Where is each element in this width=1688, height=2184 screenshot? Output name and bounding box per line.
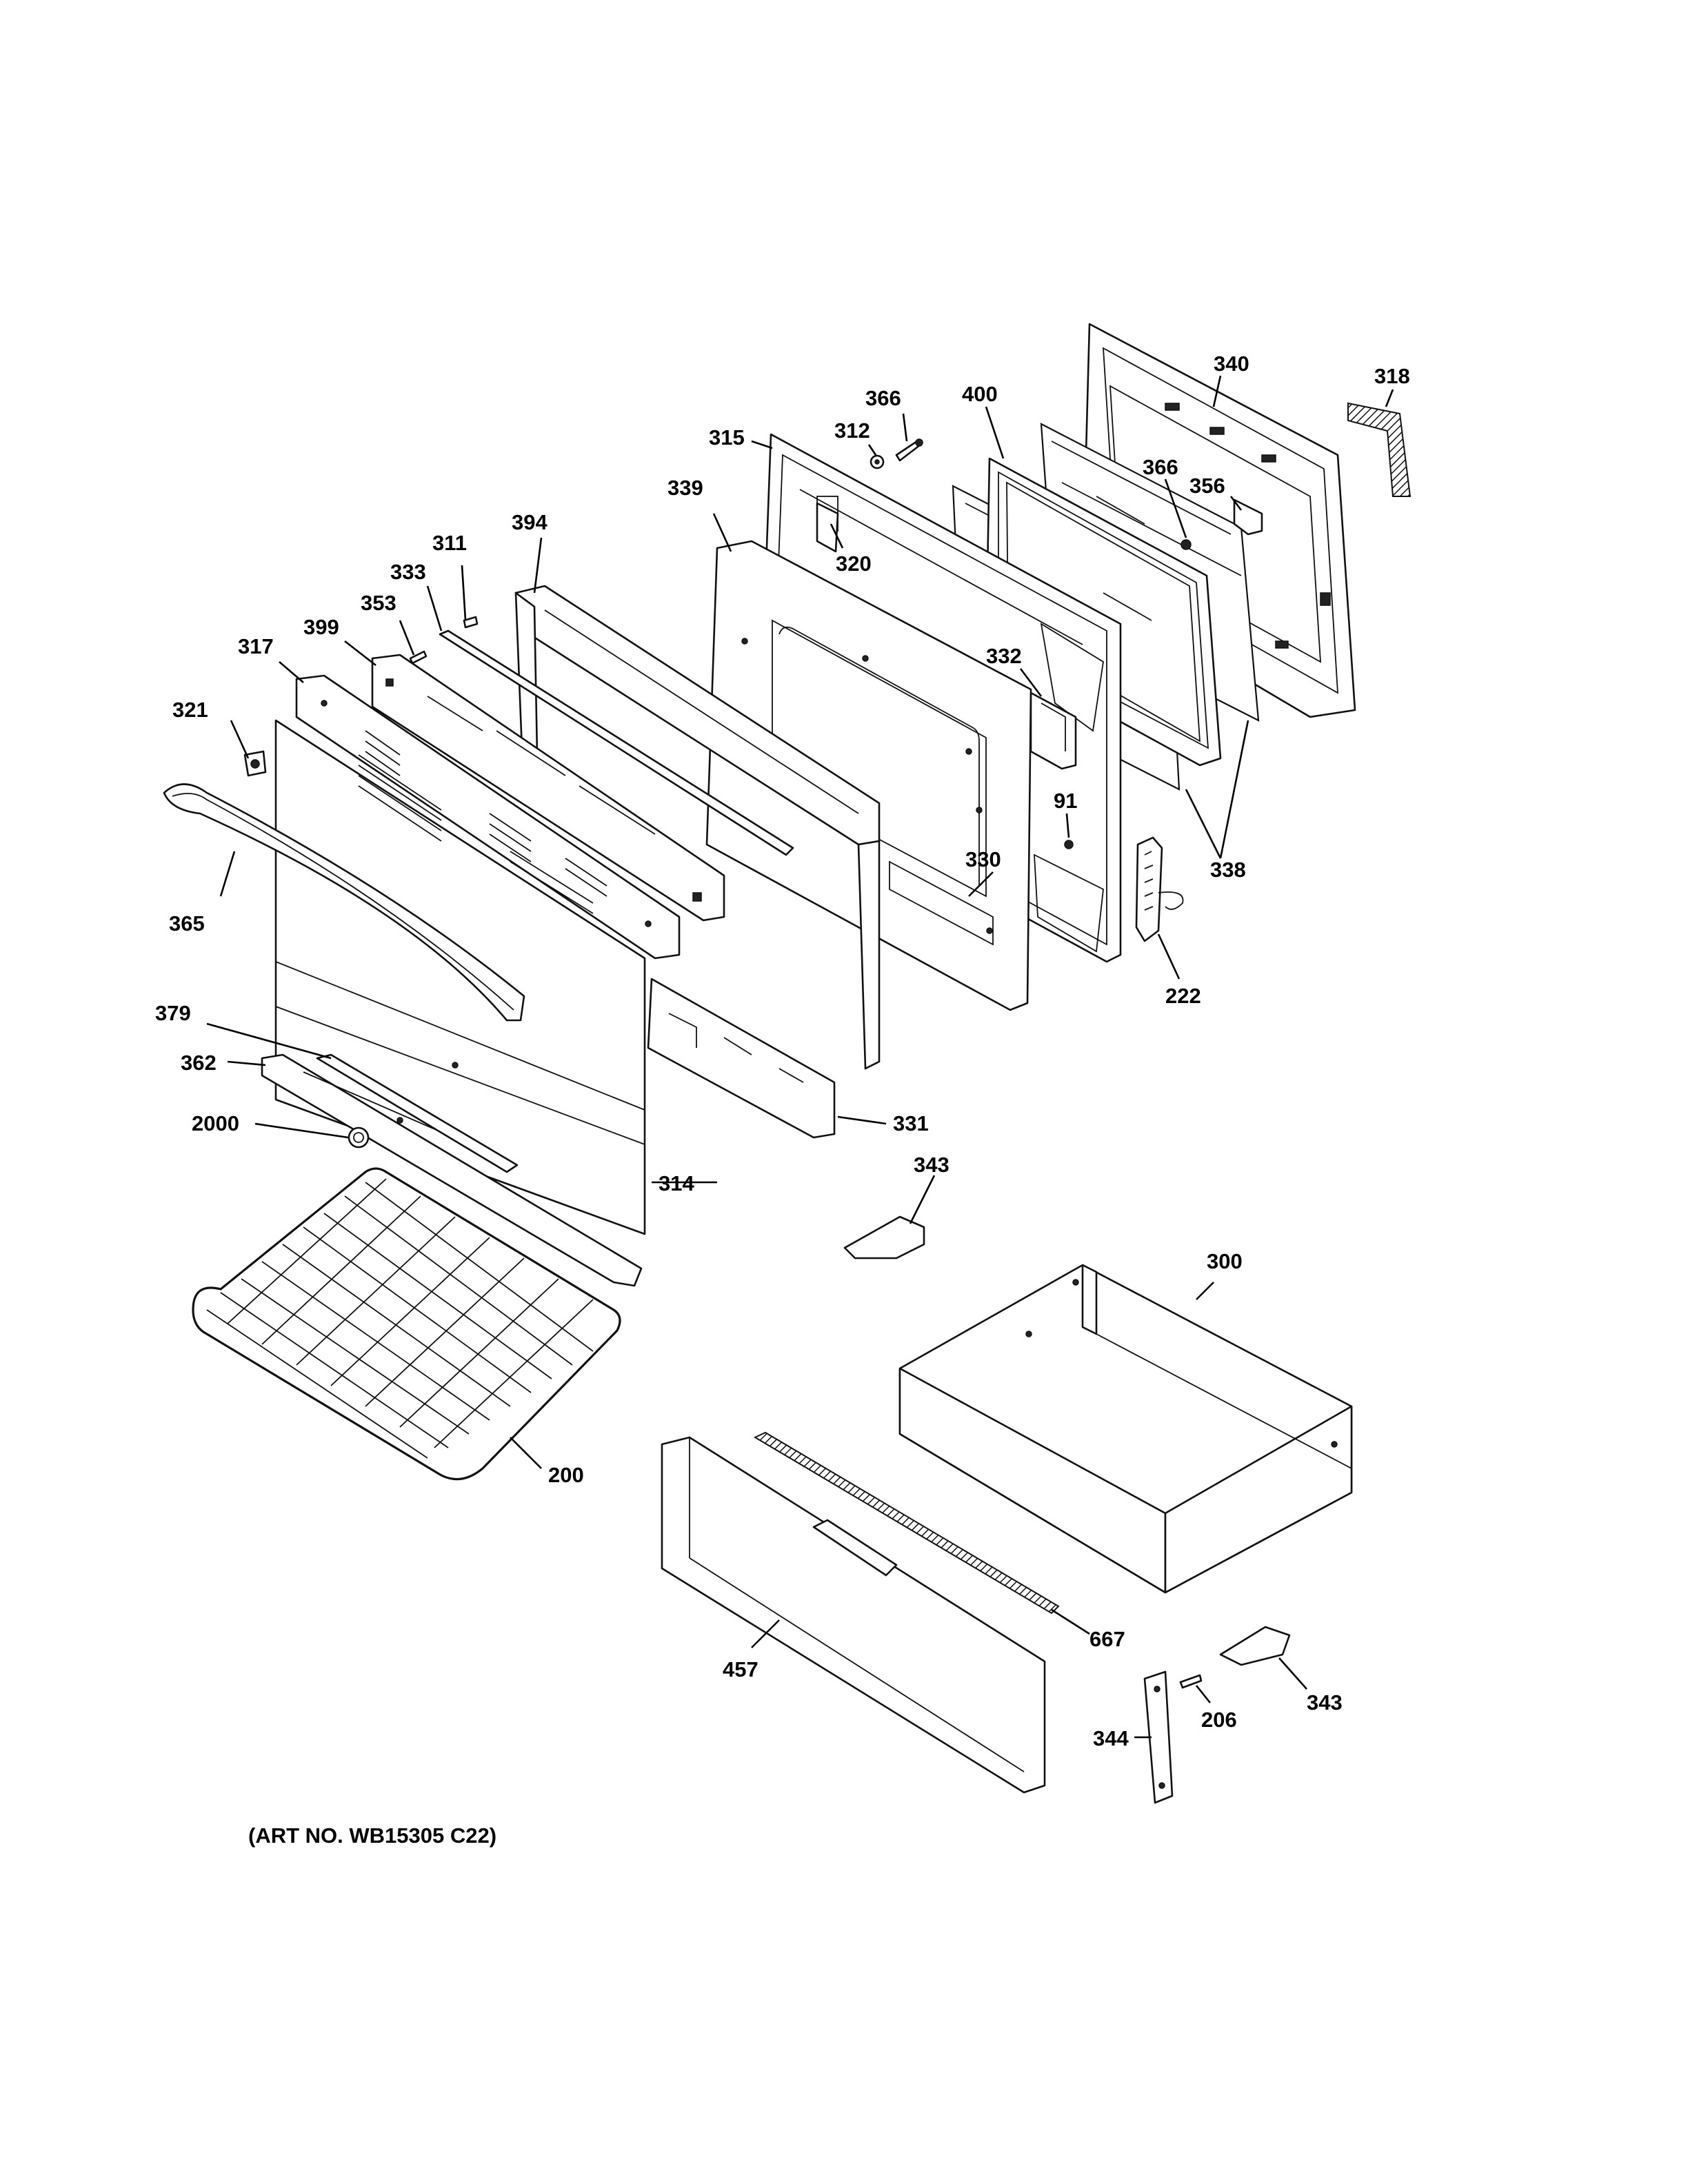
- callout-366-top: 366: [865, 386, 901, 410]
- bracket-356: [1233, 498, 1263, 536]
- callout-222: 222: [1165, 984, 1201, 1008]
- callout-457: 457: [723, 1657, 758, 1681]
- callout-315: 315: [709, 425, 745, 449]
- callout-353: 353: [361, 591, 396, 615]
- callout-379: 379: [155, 1001, 191, 1025]
- strip-379: [316, 1053, 519, 1173]
- insulation-331: [647, 978, 836, 1139]
- art-number-note: (ART NO. WB15305 C22): [248, 1823, 497, 1848]
- callout-321: 321: [172, 698, 208, 722]
- callout-394: 394: [512, 510, 547, 534]
- callout-91: 91: [1054, 789, 1077, 813]
- callout-311: 311: [432, 531, 467, 555]
- oven-rack-200: [192, 1167, 621, 1481]
- drawer-slide-343-right: [1219, 1626, 1291, 1666]
- door-hinge-222: [1135, 836, 1184, 942]
- callout-338: 338: [1210, 858, 1246, 882]
- callout-343-left: 343: [914, 1153, 950, 1177]
- callout-labels: 311 394 333 353 399 317 321 365 379 362 …: [155, 352, 1410, 1750]
- vent-panel-317: [295, 674, 681, 960]
- callout-340: 340: [1214, 352, 1249, 376]
- callout-314: 314: [659, 1171, 694, 1195]
- callout-200: 200: [548, 1463, 584, 1487]
- callout-300: 300: [1207, 1249, 1243, 1273]
- callout-343-right: 343: [1307, 1690, 1343, 1715]
- callout-2000: 2000: [192, 1111, 239, 1135]
- vent-bracket-399: [371, 654, 725, 922]
- door-gasket-318: [1347, 402, 1411, 497]
- callout-332: 332: [986, 644, 1022, 668]
- screw-91: [1064, 840, 1074, 849]
- screw-353: [409, 650, 428, 665]
- callout-344: 344: [1093, 1726, 1129, 1750]
- rail-362: [261, 1053, 643, 1287]
- door-liner-339: [705, 540, 1032, 1011]
- callout-317: 317: [238, 634, 274, 658]
- screw-366-right: [1180, 539, 1192, 550]
- knob-321: [243, 750, 267, 777]
- callout-362: 362: [181, 1051, 217, 1075]
- trim-strip-333: [439, 629, 794, 856]
- callout-400: 400: [962, 382, 998, 406]
- callout-331: 331: [893, 1111, 929, 1135]
- callout-667: 667: [1089, 1627, 1125, 1651]
- callout-318: 318: [1374, 364, 1410, 388]
- rail-bracket-344: [1143, 1670, 1174, 1804]
- drawer-front-457: [661, 1436, 1046, 1794]
- leader-lines: [206, 375, 1394, 1739]
- pin-311: [463, 616, 479, 629]
- seal-strip-667: [753, 1431, 1060, 1615]
- callout-356: 356: [1189, 474, 1225, 498]
- callout-365: 365: [169, 911, 205, 936]
- washer-312: [870, 454, 885, 469]
- callout-320: 320: [836, 552, 872, 576]
- hinge-bracket-320: [816, 502, 839, 553]
- door-handle-365: [163, 783, 525, 1022]
- callout-366-right: 366: [1143, 455, 1178, 479]
- callout-333: 333: [390, 560, 426, 584]
- callout-399: 399: [303, 615, 339, 639]
- callout-312: 312: [834, 418, 870, 443]
- ring-2000: [348, 1126, 370, 1149]
- screw-206: [1179, 1674, 1203, 1689]
- callout-206: 206: [1201, 1708, 1237, 1732]
- screw-366-top: [895, 438, 923, 462]
- callout-339: 339: [667, 476, 703, 500]
- drawer-box-300: [898, 1264, 1353, 1594]
- drawer-slide-343-left: [843, 1215, 925, 1260]
- callout-330: 330: [965, 847, 1001, 871]
